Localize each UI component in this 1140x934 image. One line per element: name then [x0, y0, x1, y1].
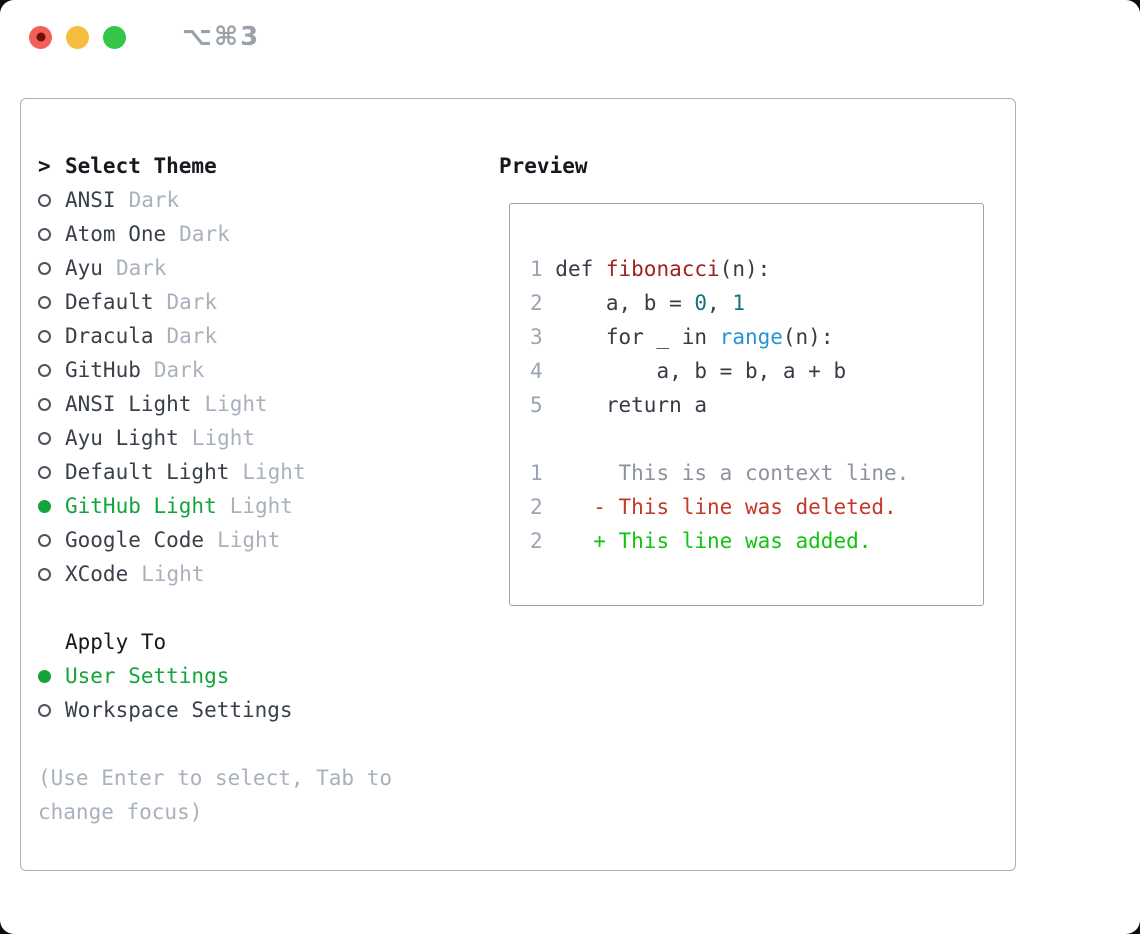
theme-name: Default: [65, 290, 154, 314]
window-title: ⌥⌘3: [182, 22, 261, 52]
select-theme-header: > Select Theme: [38, 149, 473, 183]
theme-item[interactable]: Google Code Light: [38, 523, 473, 557]
code-line: 1 def fibonacci(n):: [530, 257, 771, 281]
radio-icon: [38, 567, 51, 581]
theme-item[interactable]: XCode Light: [38, 557, 473, 591]
apply-option[interactable]: User Settings: [38, 659, 473, 693]
close-button[interactable]: [29, 25, 52, 49]
theme-item[interactable]: ANSI Light Light: [38, 387, 473, 421]
code-preview: 1 def fibonacci(n): 2 a, b = 0, 1 3 for …: [530, 252, 983, 558]
radio-icon: [38, 261, 51, 275]
theme-item[interactable]: ANSI Dark: [38, 183, 473, 217]
radio-icon: [38, 227, 51, 241]
apply-to-header: Apply To: [65, 630, 167, 654]
theme-variant: Light: [242, 460, 306, 484]
radio-selected-icon: [38, 499, 51, 513]
radio-icon: [38, 465, 51, 479]
theme-item[interactable]: GitHub Dark: [38, 353, 473, 387]
code-line: 2 - This line was deleted.: [530, 495, 897, 519]
theme-variant: Light: [204, 392, 268, 416]
theme-variant: Dark: [179, 222, 230, 246]
code-line: 5 return a: [530, 393, 708, 417]
theme-item[interactable]: Atom One Dark: [38, 217, 473, 251]
theme-name: Dracula: [65, 324, 154, 348]
theme-variant: Dark: [166, 290, 218, 314]
radio-icon: [38, 329, 51, 343]
theme-variant: Light: [141, 562, 205, 586]
theme-item[interactable]: Ayu Light Light: [38, 421, 473, 455]
radio-icon: [38, 193, 51, 207]
theme-item[interactable]: Default Dark: [38, 285, 473, 319]
code-line: 2 + This line was added.: [530, 529, 872, 553]
theme-name: GitHub Light: [65, 494, 217, 518]
theme-name: Ayu: [65, 256, 103, 280]
apply-option-label: User Settings: [65, 664, 230, 688]
theme-name: ANSI Light: [65, 392, 192, 416]
theme-name: XCode: [65, 562, 129, 586]
radio-icon: [38, 295, 51, 309]
radio-icon: [38, 703, 51, 717]
code-line: 4 a, b = b, a + b: [530, 359, 847, 383]
radio-icon: [38, 363, 51, 377]
code-line: 3 for _ in range(n):: [530, 325, 834, 349]
theme-variant: Light: [191, 426, 256, 450]
theme-item[interactable]: Dracula Dark: [38, 319, 473, 353]
theme-variant: Dark: [128, 188, 180, 212]
theme-name: GitHub: [65, 358, 141, 382]
radio-icon: [38, 533, 51, 547]
close-dot-icon: [36, 32, 45, 42]
minimize-button[interactable]: [66, 25, 89, 49]
theme-name: Ayu Light: [65, 426, 179, 450]
preview-header: Preview: [499, 154, 588, 178]
select-theme-label: Select Theme: [65, 154, 217, 178]
radio-icon: [38, 397, 51, 411]
theme-item[interactable]: Default Light Light: [38, 455, 473, 489]
apply-option[interactable]: Workspace Settings: [38, 693, 473, 727]
radio-icon: [38, 431, 51, 445]
apply-option-label: Workspace Settings: [65, 698, 293, 722]
theme-variant: Dark: [115, 256, 167, 280]
code-line: 1 This is a context line.: [530, 461, 910, 485]
theme-item[interactable]: Ayu Dark: [38, 251, 473, 285]
maximize-button[interactable]: [103, 25, 126, 49]
theme-item[interactable]: GitHub Light Light: [38, 489, 473, 523]
code-line: 2 a, b = 0, 1: [530, 291, 745, 315]
preview-box: 1 def fibonacci(n): 2 a, b = 0, 1 3 for …: [509, 203, 984, 606]
radio-selected-icon: [38, 669, 51, 683]
theme-name: ANSI: [65, 188, 116, 212]
title-bar: ⌥⌘3: [0, 0, 1140, 74]
theme-variant: Dark: [153, 358, 205, 382]
theme-variant: Dark: [166, 324, 218, 348]
theme-name: Google Code: [65, 528, 205, 552]
theme-name: Default Light: [65, 460, 230, 484]
theme-name: Atom One: [65, 222, 167, 246]
theme-variant: Light: [217, 528, 281, 552]
prompt-caret-icon: >: [38, 154, 51, 178]
hint-text: (Use Enter to select, Tab to change focu…: [38, 766, 393, 824]
theme-variant: Light: [229, 494, 293, 518]
preview-panel: Preview 1 def fibonacci(n): 2 a, b = 0, …: [473, 99, 1015, 870]
